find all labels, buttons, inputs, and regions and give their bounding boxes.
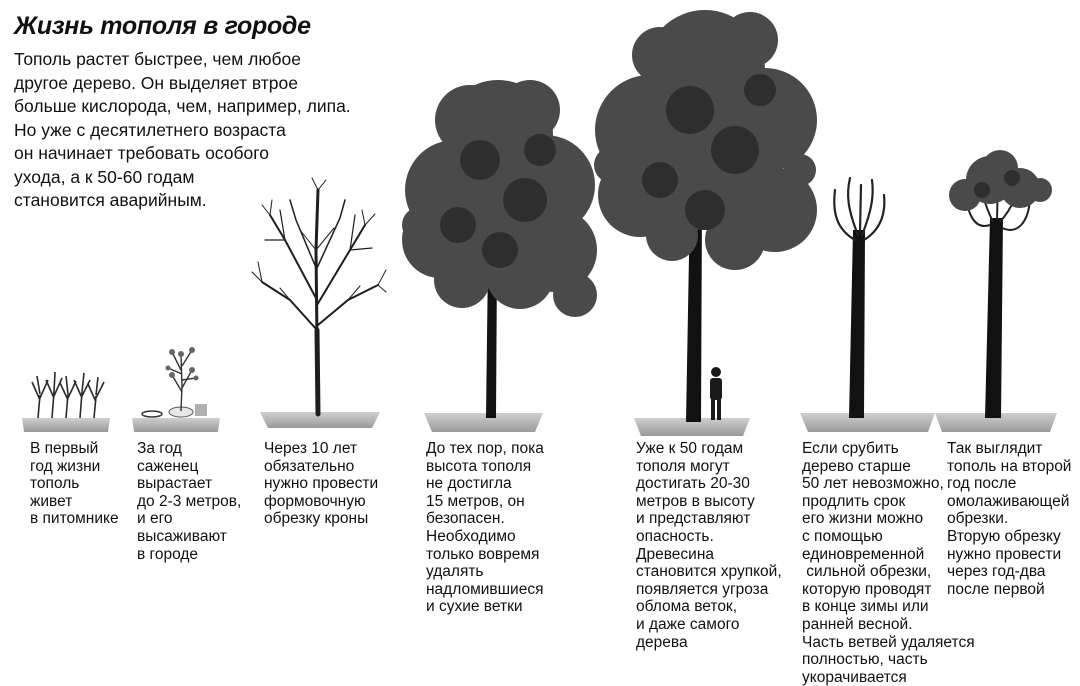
caption-line: Необходимо <box>426 527 516 545</box>
caption-line: За год <box>137 440 182 457</box>
caption-line: ранней весной. <box>802 615 913 633</box>
caption-line: нужно провести <box>947 545 1062 563</box>
caption-line: обрезки. <box>947 510 1009 528</box>
caption-line: только вовремя <box>426 545 540 563</box>
caption-line: метров в высоту <box>636 492 755 510</box>
caption-line: дерева <box>636 633 688 651</box>
caption-line: единовременной <box>802 545 925 563</box>
caption-line: 15 метров, он <box>426 492 525 510</box>
stage-7-caption: Так выглядит тополь на второй год после … <box>947 440 1071 598</box>
caption-line: укорачивается <box>802 668 907 686</box>
caption-line: опасность. <box>636 527 714 545</box>
caption-line: надломившиеся <box>426 580 544 598</box>
platform-1 <box>22 418 110 432</box>
young-bare-tree <box>251 177 387 417</box>
caption-line: тополь на второй <box>947 457 1072 475</box>
intro-line: ухода, а к 50-60 годам <box>14 166 195 187</box>
caption-line: в питомнике <box>30 510 119 528</box>
caption-line: высаживают <box>137 527 227 545</box>
caption-line: через год-два <box>947 563 1046 581</box>
caption-line: после первой <box>947 580 1045 598</box>
caption-line: 50 лет невозможно, <box>802 475 944 493</box>
caption-line: удалять <box>426 563 484 581</box>
caption-line: Древесина <box>636 545 715 563</box>
caption-line: в городе <box>137 545 199 563</box>
caption-line: и даже самого <box>636 615 740 633</box>
stage-6-caption: Если срубить дерево старше 50 лет невозм… <box>802 440 975 686</box>
platform-7 <box>935 413 1057 432</box>
caption-line: Если срубить <box>802 440 899 457</box>
stage-4-caption: До тех пор, пока высота тополя не достиг… <box>426 440 544 616</box>
platform-4 <box>424 413 543 432</box>
caption-line: В первый <box>30 440 99 457</box>
caption-line: с помощью <box>802 527 883 545</box>
intro-line: другое дерево. Он выделяет втрое <box>14 72 299 93</box>
caption-line: год жизни <box>30 457 101 475</box>
caption-line: саженец <box>137 457 199 475</box>
caption-line: достигать 20-30 <box>636 475 750 493</box>
regrowing-tree <box>949 150 1052 418</box>
platform-6 <box>800 413 935 432</box>
intro-line: больше кислорода, чем, например, липа. <box>14 96 351 116</box>
intro-line: Но уже с десятилетнего возраста <box>14 119 286 140</box>
tree-illustrations <box>22 10 1057 436</box>
caption-line: омолаживающей <box>947 492 1070 510</box>
old-tall-tree <box>594 10 817 422</box>
caption-line: Вторую обрезку <box>947 527 1061 545</box>
ground-platforms <box>22 412 1057 436</box>
caption-line: дерево старше <box>802 457 911 475</box>
caption-line: тополя могут <box>636 457 730 475</box>
caption-line: и представляют <box>636 510 751 528</box>
caption-line: в конце зимы или <box>802 598 929 616</box>
caption-line: сильной обрезки, <box>802 563 932 581</box>
caption-line: формовочную <box>264 492 366 510</box>
caption-line: становится хрупкой, <box>636 563 782 581</box>
caption-line: Через 10 лет <box>264 440 358 457</box>
caption-line: живет <box>30 492 73 510</box>
stage-3-caption: Через 10 лет обязательно нужно провести … <box>264 440 378 528</box>
nursery-saplings <box>31 371 105 419</box>
caption-line: не достигла <box>426 475 512 493</box>
caption-line: обязательно <box>264 457 355 475</box>
page-title: Жизнь тополя в городе <box>14 12 311 40</box>
platform-2 <box>132 418 220 432</box>
caption-line: полностью, часть <box>802 651 928 669</box>
stage-2-caption: За год саженец вырастает до 2-3 метров, … <box>137 440 241 563</box>
caption-line: появляется угроза <box>636 580 769 598</box>
caption-line: которую проводят <box>802 580 932 598</box>
caption-line: и сухие ветки <box>426 598 523 616</box>
caption-line: его жизни можно <box>802 510 924 528</box>
pruned-trunk <box>833 176 886 418</box>
mature-tree <box>402 80 597 418</box>
stage-1-caption: В первый год жизни тополь живет в питомн… <box>30 440 119 528</box>
caption-line: До тех пор, пока <box>426 440 544 457</box>
caption-line: Уже к 50 годам <box>636 440 744 457</box>
caption-line: высота тополя <box>426 457 532 475</box>
caption-line: продлить срок <box>802 492 906 510</box>
caption-line: год после <box>947 475 1017 493</box>
stage-5-caption: Уже к 50 годам тополя могут достигать 20… <box>636 440 782 651</box>
caption-line: безопасен. <box>426 510 505 528</box>
caption-line: нужно провести <box>264 475 379 493</box>
caption-line: Часть ветвей удаляется <box>802 633 975 651</box>
intro-paragraph: Тополь растет быстрее, чем любое другое … <box>14 48 351 213</box>
intro-line: он начинает требовать особого <box>14 143 269 163</box>
intro-line: Тополь растет быстрее, чем любое <box>14 49 301 69</box>
platform-3 <box>260 412 380 428</box>
platform-5 <box>634 418 750 436</box>
caption-line: Так выглядит <box>947 440 1043 457</box>
person-silhouette <box>710 367 722 420</box>
planted-sapling <box>141 347 207 418</box>
caption-line: вырастает <box>137 475 213 493</box>
caption-line: до 2-3 метров, <box>137 492 242 510</box>
caption-line: и его <box>137 510 173 528</box>
caption-line: обрезку кроны <box>264 510 369 528</box>
intro-line: становится аварийным. <box>14 190 207 210</box>
caption-line: облома веток, <box>636 598 738 616</box>
caption-line: тополь <box>30 475 80 493</box>
